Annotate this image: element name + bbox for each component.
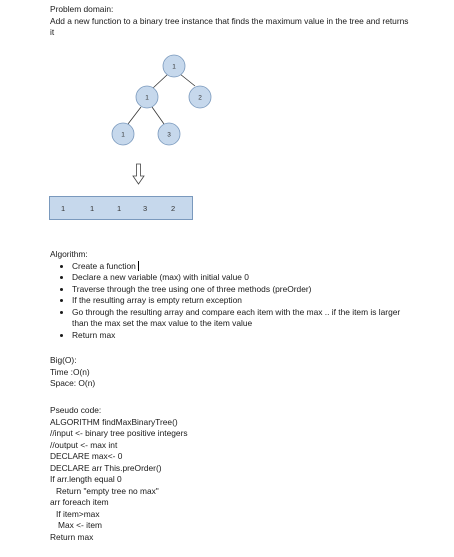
tree-node-label: 3	[167, 132, 171, 139]
array-cell: 1	[61, 204, 66, 213]
pseudo-line: DECLARE max<- 0	[50, 451, 123, 461]
big-o-section: Big(O): Time :O(n) Space: O(n)	[50, 355, 95, 390]
array-cell: 3	[143, 204, 148, 213]
problem-description: Add a new function to a binary tree inst…	[50, 15, 409, 38]
tree-node-label: 2	[198, 95, 202, 102]
array-result: 1 1 1 3 2	[49, 196, 193, 220]
tree-node	[188, 85, 212, 109]
text-cursor	[137, 261, 139, 272]
pseudo-line: //output <- max int	[50, 439, 118, 450]
tree-edge	[127, 106, 142, 125]
algorithm-step: Traverse through the tree using one of t…	[72, 284, 410, 296]
tree-edge	[179, 73, 196, 87]
algorithm-step: Return max	[72, 330, 410, 342]
binary-tree-diagram: 1 1 2 1 3	[111, 54, 212, 185]
pseudo-line: //input <- binary tree positive integers	[50, 428, 188, 438]
problem-heading: Problem domain:	[50, 4, 114, 14]
array-cell: 2	[171, 204, 176, 213]
down-arrow-icon	[132, 163, 145, 185]
tree-edge	[151, 106, 165, 125]
algorithm-steps: Create a function Declare a new variable…	[50, 261, 410, 342]
tree-node-label: 1	[172, 64, 176, 71]
algorithm-step: Go through the resulting array and compa…	[72, 307, 410, 330]
tree-node-label: 1	[145, 95, 149, 102]
pseudo-line: DECLARE arr This.preOrder()	[50, 462, 162, 473]
pseudo-line: If item>max	[56, 508, 100, 519]
algorithm-heading: Algorithm:	[50, 249, 88, 259]
tree-edge	[152, 73, 169, 89]
tree-node	[111, 122, 135, 146]
algorithm-section: Algorithm: Create a function Declare a n…	[50, 249, 410, 341]
big-o-heading: Big(O):	[50, 355, 77, 365]
algorithm-step: If the resulting array is empty return e…	[72, 295, 410, 307]
pseudo-code-section: Pseudo code: ALGORITHM findMaxBinaryTree…	[50, 405, 188, 543]
algorithm-step: Declare a new variable (max) with initia…	[72, 272, 410, 284]
time-complexity: Time :O(n)	[50, 366, 90, 377]
tree-node-label: 1	[121, 132, 125, 139]
pseudo-line: If arr.length equal 0	[50, 474, 122, 484]
tree-node	[162, 54, 186, 78]
problem-section: Problem domain: Add a new function to a …	[50, 4, 410, 39]
tree-node	[135, 85, 159, 109]
tree-node	[157, 122, 181, 146]
pseudo-line: ALGORITHM findMaxBinaryTree()	[50, 416, 178, 427]
space-complexity: Space: O(n)	[50, 378, 96, 388]
pseudo-line: Return max	[50, 531, 94, 542]
pseudo-line: arr foreach item	[50, 497, 109, 507]
algorithm-step: Create a function	[72, 261, 410, 273]
array-cell: 1	[90, 204, 95, 213]
pseudo-line: Max <- item	[58, 520, 102, 530]
pseudo-line: Return "empty tree no max"	[56, 485, 159, 496]
array-cell: 1	[117, 204, 122, 213]
pseudo-heading: Pseudo code:	[50, 405, 102, 415]
